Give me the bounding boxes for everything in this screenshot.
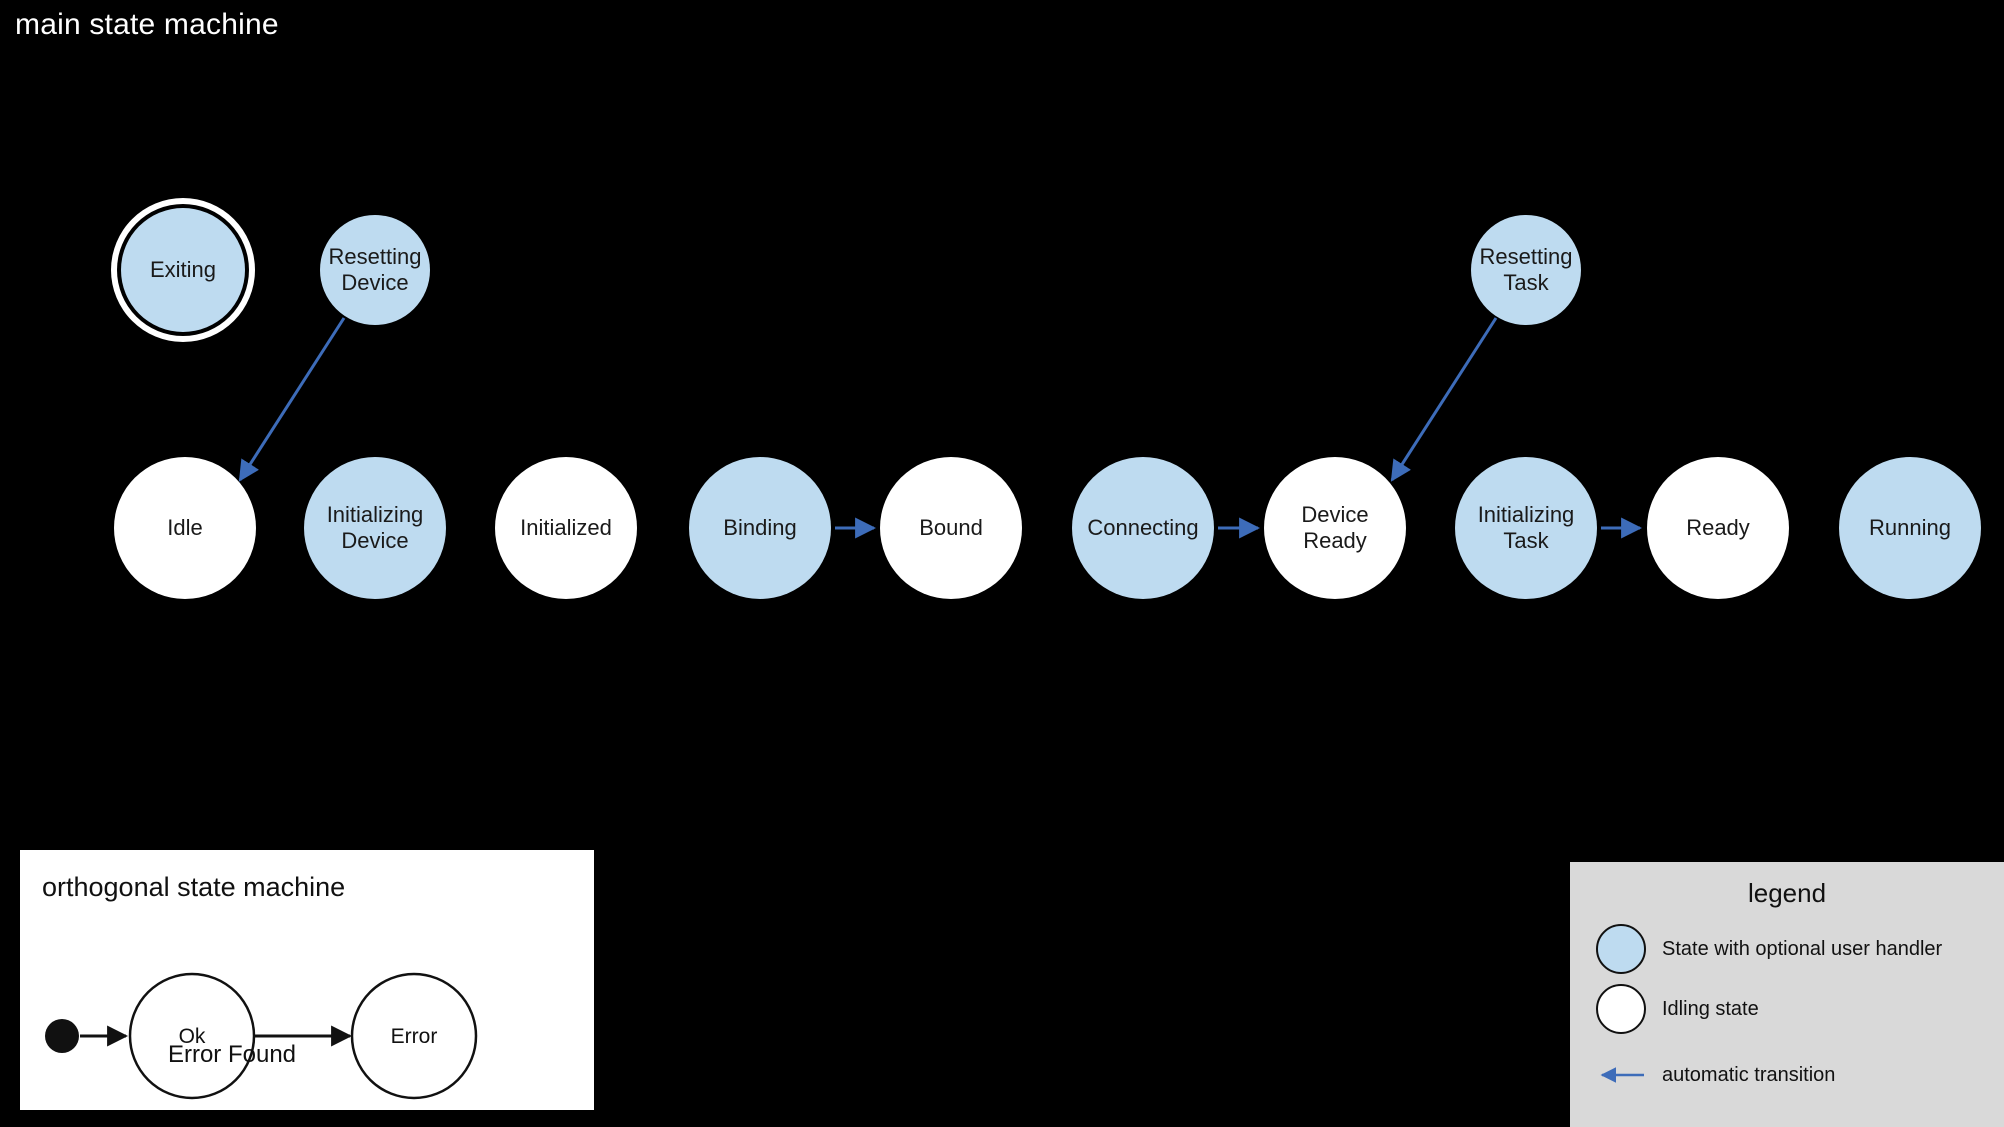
initial-state-dot-icon [45,1019,79,1053]
state-node-label: Exiting [149,257,217,282]
state-node-idle[interactable]: Idle [114,457,256,599]
state-node-label: Initializing Device [326,502,424,553]
state-node-bound[interactable]: Bound [880,457,1022,599]
legend-item-label: automatic transition [1662,1063,1836,1086]
legend-title: legend [1747,878,1827,908]
state-node-initializing-device[interactable]: Initializing Device [304,457,446,599]
legend-item-label: State with optional user handler [1662,937,1943,960]
state-node-exiting[interactable]: Exiting [121,208,245,332]
state-node-device-ready[interactable]: Device Ready [1264,457,1406,599]
transition-resetting-device-to-idle[interactable] [238,317,346,482]
page-title: main state machine [15,8,279,41]
ortho-state-node-error[interactable] [350,972,478,1100]
ortho-state-node-ok[interactable] [128,972,256,1100]
state-node-label: Binding [723,515,797,540]
state-node-initializing-task[interactable]: Initializing Task [1455,457,1597,599]
state-node-resetting-task[interactable]: Resetting Task [1471,215,1581,325]
legend-item-automatic-transition: automatic transition [1596,1050,1996,1100]
state-node-binding[interactable]: Binding [689,457,831,599]
state-node-label: Ready [1686,515,1750,540]
state-node-ready[interactable]: Ready [1647,457,1789,599]
state-node-label: Idle [167,515,203,540]
state-node-running[interactable]: Running [1839,457,1981,599]
state-node-label: Device Ready [1301,502,1369,553]
orthogonal-panel-title: orthogonal state machine [42,872,346,902]
state-node-label: Initialized [520,515,612,540]
transition-resetting-task-to-device-ready[interactable] [1390,317,1498,482]
legend-panel: legend State with optional user handler … [1570,862,2004,1127]
state-node-label: Connecting [1087,515,1199,540]
state-node-label: Resetting Task [1479,244,1573,295]
state-node-label: Running [1869,515,1951,540]
legend-item-idling-state: Idling state [1596,984,1996,1034]
idling-state-swatch-icon [1596,984,1646,1034]
ortho-transition-label: Error Found [168,1041,296,1068]
legend-item-handler-state: State with optional user handler [1596,924,1996,974]
legend-item-label: Idling state [1662,997,1759,1020]
left-arrow-icon [1596,1050,1646,1100]
handler-state-swatch-icon [1596,924,1646,974]
state-node-resetting-device[interactable]: Resetting Device [320,215,430,325]
ortho-state-node-label: Ok [179,1025,206,1048]
state-node-label: Resetting Device [328,244,422,295]
state-node-label: Bound [919,515,983,540]
main-transition-group [238,317,1643,539]
state-node-initialized[interactable]: Initialized [495,457,637,599]
state-node-connecting[interactable]: Connecting [1072,457,1214,599]
ortho-state-node-label: Error [391,1025,438,1048]
state-node-label: Initializing Task [1477,502,1575,553]
